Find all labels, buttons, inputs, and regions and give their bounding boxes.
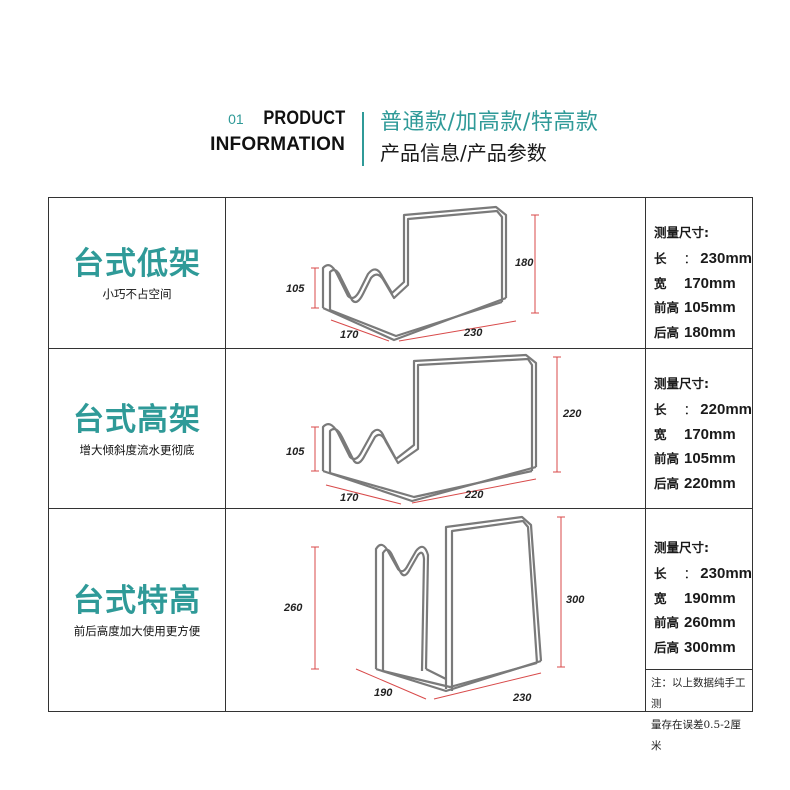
note-line-2: 量存在误差0.5-2厘米 <box>651 719 741 752</box>
model-name: 台式特高 <box>73 583 201 619</box>
dim-width: 220 <box>464 489 484 501</box>
model-cell: 台式特高 前后高度加大使用更方便 <box>49 509 226 711</box>
table-row: 台式特高 前后高度加大使用更方便 <box>49 509 752 752</box>
spec-table: 台式低架 小巧不占空间 105 <box>48 197 753 752</box>
product-image-cell: 260 300 190 230 <box>226 509 646 711</box>
spec-line: 长： 220mm <box>654 401 752 418</box>
dim-front-height: 260 <box>283 602 303 614</box>
rack-illustration-high: 105 220 170 220 <box>286 353 582 505</box>
product-image-cell: 105 180 170 230 <box>226 198 646 348</box>
model-subtitle: 前后高度加大使用更方便 <box>73 624 201 638</box>
header-title-en-1: PRODUCT <box>263 108 345 129</box>
dim-front-height: 105 <box>286 446 305 458</box>
spec-title: 测量尺寸: <box>654 225 709 240</box>
section-number: 01 <box>228 111 244 127</box>
header-english: 01 PRODUCT INFORMATION <box>210 108 345 156</box>
dim-depth: 190 <box>374 687 393 699</box>
header-title-cn-1: 普通款/加高款/特高款 <box>380 110 599 135</box>
rack-illustration-low: 105 180 170 230 <box>286 205 539 342</box>
spec-title: 测量尺寸: <box>654 376 709 391</box>
dim-width: 230 <box>463 327 483 339</box>
section-header: 01 PRODUCT INFORMATION 普通款/加高款/特高款 产品信息/… <box>0 108 790 170</box>
model-name: 台式高架 <box>73 401 201 438</box>
spec-line: 长： 230mm <box>654 565 752 582</box>
table-row: 台式低架 小巧不占空间 105 <box>49 198 752 349</box>
header-title-en-2: INFORMATION <box>210 134 345 155</box>
model-name: 台式低架 <box>73 246 201 282</box>
measurement-note: 注：以上数据纯手工测 量存在误差0.5-2厘米 <box>646 669 752 752</box>
header-title-cn-2: 产品信息/产品参数 <box>380 141 547 165</box>
spec-line: 长： 230mm <box>654 250 752 267</box>
spec-title: 测量尺寸: <box>654 540 709 555</box>
header-chinese: 普通款/加高款/特高款 产品信息/产品参数 <box>380 108 598 168</box>
dim-depth: 170 <box>340 329 359 341</box>
model-subtitle: 小巧不占空间 <box>102 287 172 301</box>
dim-back-height: 180 <box>515 257 534 269</box>
model-cell: 台式高架 增大倾斜度流水更彻底 <box>49 349 226 508</box>
table-row: 台式高架 增大倾斜度流水更彻底 105 <box>49 349 752 509</box>
product-image-cell: 105 220 170 220 <box>226 349 646 508</box>
note-line-1: 注：以上数据纯手工测 <box>651 677 746 710</box>
dim-depth: 170 <box>340 492 359 504</box>
model-cell: 台式低架 小巧不占空间 <box>49 198 226 348</box>
model-subtitle: 增大倾斜度流水更彻底 <box>79 442 195 457</box>
dim-width: 230 <box>512 692 532 704</box>
rack-illustration-extra-high: 260 300 190 230 <box>283 515 585 704</box>
header-divider <box>362 112 364 166</box>
dim-back-height: 220 <box>562 408 582 420</box>
dim-back-height: 300 <box>566 594 585 606</box>
dim-front-height: 105 <box>286 283 305 295</box>
